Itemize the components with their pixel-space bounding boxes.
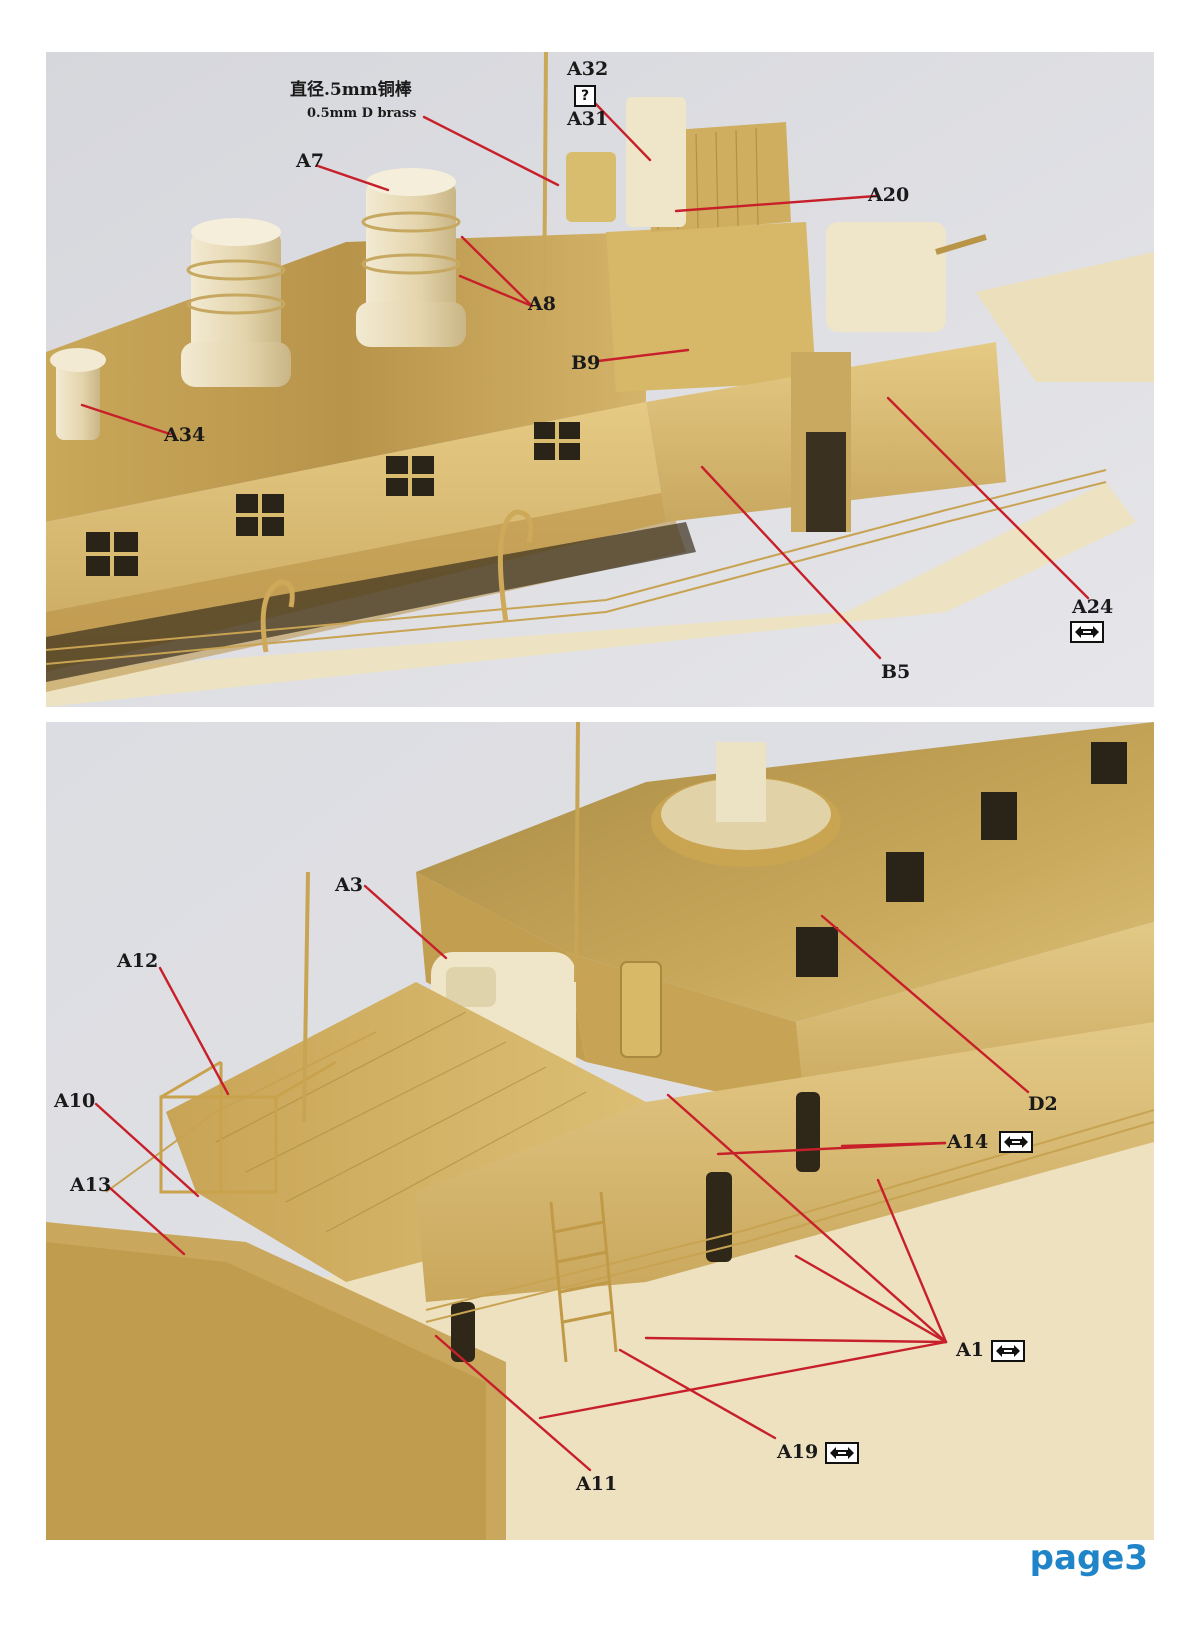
label-a7: A7 (296, 150, 324, 172)
label-brass-rod-english: 0.5mm D brass (307, 106, 417, 121)
page-number: page3 (1029, 1538, 1148, 1578)
label-a12: A12 (117, 950, 159, 972)
label-a11: A11 (576, 1473, 618, 1495)
label-a32: A32 (567, 58, 609, 80)
label-brass-rod-chinese: 直径.5mm铜棒 (290, 80, 412, 100)
double-arrow-icon (825, 1442, 859, 1464)
label-a1: A1 (956, 1339, 984, 1361)
ship-model-photo-top (46, 52, 1154, 707)
label-a24: A24 (1072, 596, 1114, 618)
label-a19: A19 (777, 1441, 819, 1463)
double-arrow-icon (999, 1131, 1033, 1153)
question-icon: ? (574, 85, 596, 107)
label-b5: B5 (881, 661, 911, 683)
label-b9: B9 (571, 352, 601, 374)
photo-top-panel (46, 52, 1154, 707)
label-a10: A10 (54, 1090, 96, 1112)
label-a3: A3 (335, 874, 363, 896)
label-a13: A13 (70, 1174, 112, 1196)
label-a20: A20 (868, 184, 910, 206)
label-d2: D2 (1028, 1093, 1058, 1115)
label-a31: A31 (567, 108, 609, 130)
label-a34: A34 (164, 424, 206, 446)
double-arrow-icon (991, 1340, 1025, 1362)
double-arrow-icon (1070, 621, 1104, 643)
label-a14: A14 (947, 1131, 989, 1153)
label-a8: A8 (528, 293, 556, 315)
